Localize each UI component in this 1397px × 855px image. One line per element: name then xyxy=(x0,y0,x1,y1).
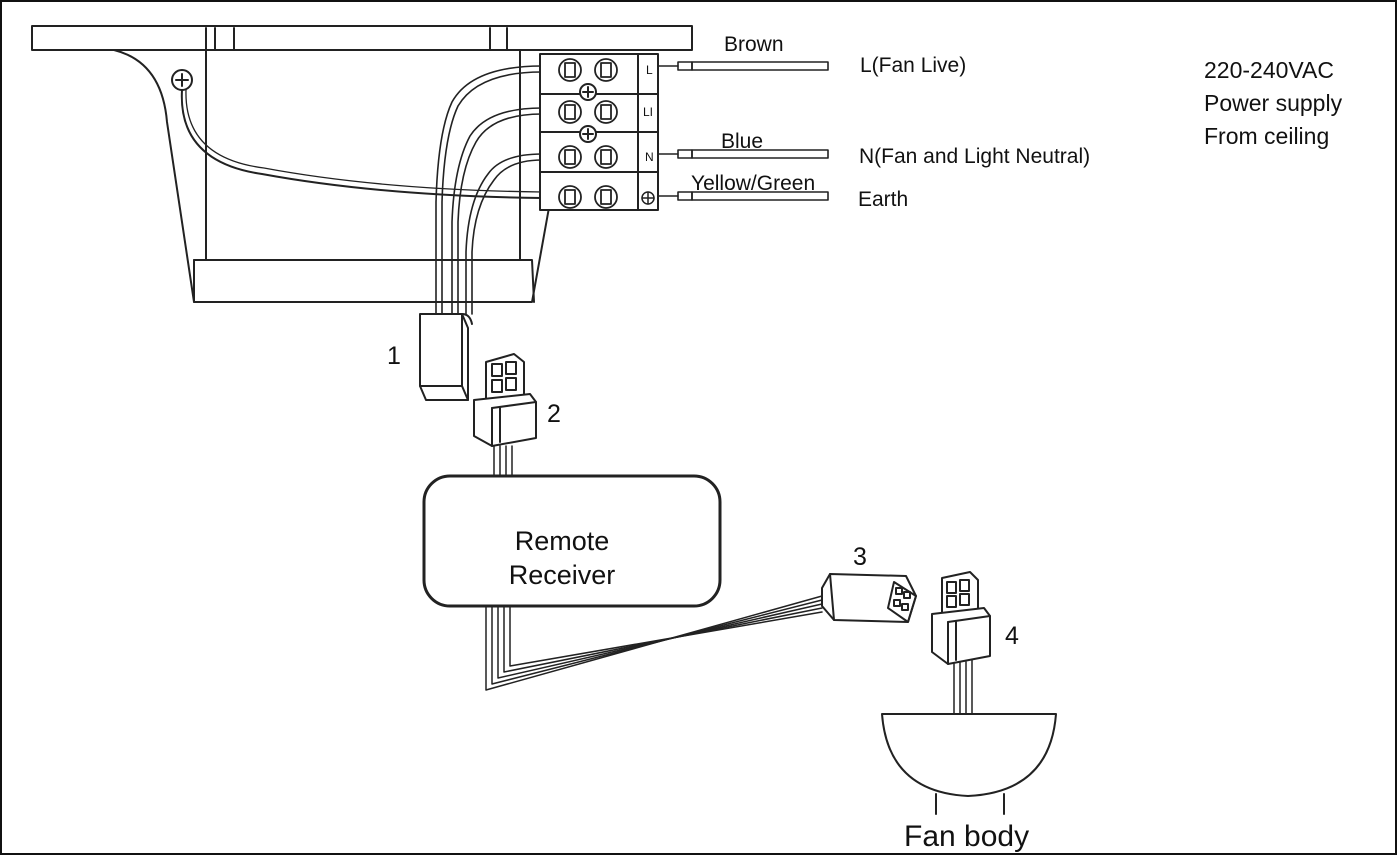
terminal-label-earth: Earth xyxy=(858,188,909,211)
terminal-letter-n: N xyxy=(645,150,654,164)
terminal-letter-l: L xyxy=(646,63,653,77)
wire-color-blue: Blue xyxy=(721,130,764,153)
connector-number-4: 4 xyxy=(1005,622,1019,650)
terminal-letter-li: LI xyxy=(643,105,654,119)
earth-screw-icon xyxy=(171,69,193,91)
connector-number-3: 3 xyxy=(853,543,867,571)
supply-note-line-1: 220-240VAC xyxy=(1204,57,1334,83)
supply-note-line-3: From ceiling xyxy=(1204,123,1330,149)
receiver-label-line-2: Receiver xyxy=(508,560,616,590)
connector-1 xyxy=(419,313,473,401)
connector-2 xyxy=(473,353,537,447)
supply-note-line-2: Power supply xyxy=(1204,90,1343,116)
incoming-leads xyxy=(657,61,829,201)
fan-body-shape xyxy=(881,713,1057,815)
wire-color-brown: Brown xyxy=(724,33,784,56)
terminal-label-neutral: N(Fan and Light Neutral) xyxy=(859,145,1091,168)
wire-color-yellow-green: Yellow/Green xyxy=(691,172,816,195)
receiver-label-line-1: Remote xyxy=(514,526,610,556)
earth-symbol-icon xyxy=(641,191,655,205)
connector-3 xyxy=(821,573,917,623)
ceiling-bracket xyxy=(31,25,693,303)
receiver-output-wires xyxy=(485,595,823,691)
supply-wires xyxy=(435,65,543,315)
fan-body-label: Fan body xyxy=(904,820,1030,853)
connector-number-2: 2 xyxy=(547,400,561,428)
remote-receiver-box xyxy=(422,474,722,608)
terminal-label-live: L(Fan Live) xyxy=(860,54,967,77)
connector-number-1: 1 xyxy=(387,342,401,370)
terminal-block xyxy=(539,53,659,211)
connector-4 xyxy=(931,571,991,665)
